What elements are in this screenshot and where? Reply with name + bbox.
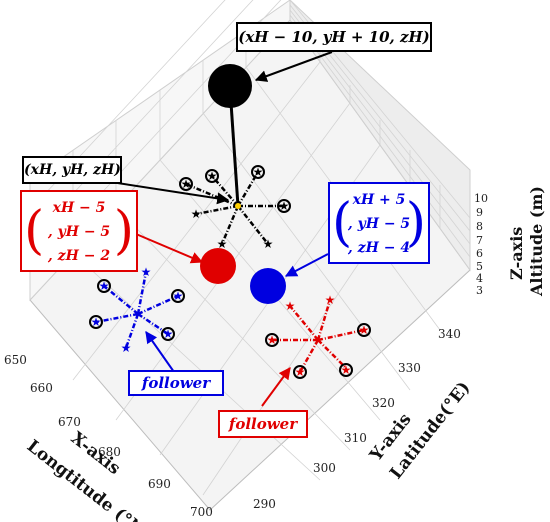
- leader-drone: ★ ★ ★ ★ ★ ★ ★: [179, 64, 291, 251]
- label-blue-line: , zH − 4: [347, 240, 411, 256]
- z-axis-title: Z-axis: [507, 227, 526, 280]
- label-follower-blue: follower: [128, 370, 224, 396]
- blue-follower-drone: ★ ★ ★ ★ ★ ★: [89, 265, 286, 355]
- y-tick: 320: [372, 396, 395, 410]
- x-tick: 680: [98, 445, 121, 459]
- svg-text:★: ★: [267, 333, 278, 347]
- z-axis-ticks: 3 4 5 6 7 8 9 10: [474, 192, 488, 297]
- x-tick: 700: [190, 505, 213, 519]
- svg-text:★: ★: [253, 165, 264, 179]
- z-tick: 10: [474, 192, 488, 205]
- svg-text:★: ★: [141, 265, 152, 279]
- red-target-marker: [200, 248, 236, 284]
- z-tick: 6: [476, 247, 483, 260]
- svg-text:★: ★: [99, 279, 110, 293]
- z-tick: 8: [476, 220, 483, 233]
- svg-text:★: ★: [121, 341, 132, 355]
- z-tick: 9: [476, 206, 483, 219]
- x-tick: 650: [4, 353, 27, 367]
- label-red-line: xH − 5: [52, 200, 106, 216]
- y-tick: 310: [344, 431, 367, 445]
- svg-text:★: ★: [163, 327, 174, 341]
- left-paren: (: [332, 193, 353, 253]
- svg-text:★: ★: [285, 299, 296, 313]
- label-red-line: , yH − 5: [47, 224, 111, 240]
- label-red-line: , zH − 2: [47, 248, 111, 264]
- label-follower-blue-text: follower: [141, 374, 211, 392]
- label-follower-red-text: follower: [228, 415, 298, 433]
- svg-text:★: ★: [173, 289, 184, 303]
- label-blue-offset: ( ) xH + 5 , yH − 5 , zH − 4: [328, 182, 430, 264]
- z-tick: 4: [476, 272, 483, 285]
- svg-text:★: ★: [279, 199, 290, 213]
- z-axis-subtitle: Altitude (m): [527, 186, 546, 297]
- label-leader-target: (xH − 10, yH + 10, zH): [236, 22, 432, 52]
- right-paren: ): [405, 193, 426, 253]
- blue-target-marker: [250, 268, 286, 304]
- svg-text:★: ★: [91, 315, 102, 329]
- svg-text:★: ★: [181, 177, 192, 191]
- right-paren: ): [113, 201, 134, 261]
- z-tick: 3: [476, 284, 483, 297]
- label-blue-line: xH + 5: [352, 192, 406, 208]
- x-axis-ticks: 650 660 670 680 690 700: [4, 353, 213, 519]
- z-tick: 5: [476, 260, 483, 273]
- y-axis-ticks: 290 300 310 320 330 340: [253, 327, 461, 511]
- svg-text:★: ★: [359, 323, 370, 337]
- label-leader-position: (xH, yH, zH): [22, 156, 122, 184]
- label-leader-target-text: (xH − 10, yH + 10, zH): [238, 28, 430, 46]
- x-tick: 690: [148, 477, 171, 491]
- svg-text:★: ★: [295, 365, 306, 379]
- red-follower-drone: ★ ★ ★ ★ ★ ★: [200, 248, 371, 379]
- svg-text:★: ★: [207, 169, 218, 183]
- label-red-offset: ( ) xH − 5 , yH − 5 , zH − 2: [20, 190, 138, 272]
- y-tick: 300: [313, 461, 336, 475]
- label-follower-red: follower: [218, 410, 308, 438]
- svg-text:★: ★: [341, 363, 352, 377]
- z-tick: 7: [476, 234, 483, 247]
- svg-text:★: ★: [191, 207, 202, 221]
- svg-text:★: ★: [263, 237, 274, 251]
- svg-text:★: ★: [217, 237, 228, 251]
- y-tick: 330: [398, 361, 421, 375]
- label-blue-line: , yH − 5: [347, 216, 411, 232]
- x-tick: 660: [30, 381, 53, 395]
- x-tick: 670: [58, 415, 81, 429]
- y-tick: 290: [253, 497, 276, 511]
- y-tick: 340: [438, 327, 461, 341]
- svg-text:★: ★: [325, 293, 336, 307]
- label-leader-position-text: (xH, yH, zH): [24, 162, 121, 178]
- left-paren: (: [24, 201, 45, 261]
- leader-target-marker: [208, 64, 252, 108]
